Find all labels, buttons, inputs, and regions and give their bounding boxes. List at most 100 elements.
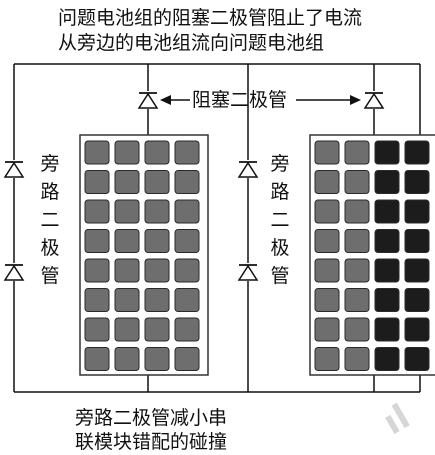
solar-cell xyxy=(374,199,400,224)
solar-cell xyxy=(344,199,370,224)
solar-cell xyxy=(404,317,430,342)
solar-cell xyxy=(374,317,400,342)
bypass-diode-left-bottom-icon xyxy=(3,263,25,281)
bypass-diode-right-top-icon-triangle xyxy=(237,161,259,178)
solar-cell xyxy=(114,170,140,194)
bypass-diode-left-top-icon-triangle xyxy=(3,161,25,178)
bypass-right-char-4: 极 xyxy=(270,237,290,259)
solar-cell xyxy=(144,140,170,165)
solar-cell xyxy=(144,288,170,312)
solar-cell xyxy=(84,347,110,371)
bypass-diode-left-top-icon xyxy=(3,160,25,178)
solar-cell xyxy=(84,317,110,342)
solar-cell xyxy=(404,199,430,224)
bypass-diode-right-top-icon xyxy=(237,160,259,178)
solar-panels xyxy=(79,134,435,376)
bypass-diode-label-right: 旁 路 二 极 管 xyxy=(268,150,292,290)
solar-cell xyxy=(174,229,200,253)
solar-cell xyxy=(344,258,370,283)
bypass-left-char-2: 路 xyxy=(40,181,60,203)
bypass-left-char-4: 极 xyxy=(40,237,60,259)
solar-cell xyxy=(174,140,200,165)
solar-cell xyxy=(144,170,170,194)
solar-cell xyxy=(174,170,200,194)
solar-cell xyxy=(84,288,110,312)
solar-cell xyxy=(84,199,110,224)
solar-cell xyxy=(404,258,430,283)
blocking-diode-left-icon-triangle xyxy=(137,92,159,109)
solar-cell xyxy=(374,229,400,253)
solar-cell xyxy=(314,199,340,224)
right-panel xyxy=(309,134,435,376)
solar-cell xyxy=(114,199,140,224)
solar-cell xyxy=(344,140,370,165)
solar-cell xyxy=(84,229,110,253)
blocking-diode-label: 阻塞二极管 xyxy=(192,89,288,111)
solar-cell xyxy=(374,288,400,312)
bypass-diode-right-bottom-icon xyxy=(237,263,259,281)
bypass-right-char-2: 路 xyxy=(270,181,290,203)
solar-cell xyxy=(314,288,340,312)
circuit-wires xyxy=(13,63,421,393)
bypass-right-char-3: 二 xyxy=(270,209,290,231)
solar-cell xyxy=(114,229,140,253)
solar-cell xyxy=(174,317,200,342)
bypass-left-char-5: 管 xyxy=(40,265,60,287)
solar-cell xyxy=(114,258,140,283)
solar-cell xyxy=(404,140,430,165)
bypass-left-char-3: 二 xyxy=(40,209,60,231)
solar-cell xyxy=(344,317,370,342)
solar-cell xyxy=(374,258,400,283)
solar-cell xyxy=(374,170,400,194)
solar-cell xyxy=(344,288,370,312)
blocking-diode-left-icon xyxy=(137,91,159,109)
bypass-right-char-1: 旁 xyxy=(270,153,290,175)
solar-cell xyxy=(374,347,400,371)
solar-cell xyxy=(174,347,200,371)
solar-cell xyxy=(314,140,340,165)
solar-cell xyxy=(314,317,340,342)
solar-cell xyxy=(144,317,170,342)
solar-cell xyxy=(144,199,170,224)
solar-cell xyxy=(374,140,400,165)
solar-cell xyxy=(314,347,340,371)
blocking-diode-right-icon-triangle xyxy=(363,92,385,109)
solar-cell xyxy=(114,347,140,371)
solar-cell xyxy=(404,347,430,371)
solar-cell xyxy=(84,170,110,194)
arrow-left-head-icon xyxy=(160,95,171,105)
bypass-left-char-1: 旁 xyxy=(40,153,60,175)
bottom-caption-line2: 联模块错配的碰撞 xyxy=(75,431,228,453)
bottom-caption-line1: 旁路二极管减小串 xyxy=(75,407,228,429)
top-caption-line2: 从旁边的电池组流向问题电池组 xyxy=(58,32,325,54)
solar-cell xyxy=(314,229,340,253)
solar-cell xyxy=(404,170,430,194)
bypass-diode-label-left: 旁 路 二 极 管 xyxy=(38,150,62,290)
solar-cell xyxy=(314,258,340,283)
solar-cell xyxy=(114,317,140,342)
solar-cell xyxy=(344,229,370,253)
solar-cell xyxy=(84,140,110,165)
solar-cell xyxy=(114,140,140,165)
solar-cell xyxy=(144,258,170,283)
solar-cell xyxy=(114,288,140,312)
bypass-diode-left-bottom-icon-triangle xyxy=(3,264,25,281)
solar-cell xyxy=(174,288,200,312)
arrow-right-head-icon xyxy=(350,95,361,105)
solar-cell xyxy=(404,288,430,312)
solar-cell xyxy=(314,170,340,194)
solar-cell xyxy=(404,229,430,253)
solar-cell xyxy=(344,347,370,371)
solar-cell xyxy=(344,170,370,194)
solar-cell xyxy=(144,347,170,371)
solar-cell xyxy=(144,229,170,253)
blocking-diode-right-icon xyxy=(363,91,385,109)
left-panel xyxy=(79,134,209,376)
solar-cell xyxy=(174,258,200,283)
bypass-diode-right-bottom-icon-triangle xyxy=(237,264,259,281)
diodes xyxy=(3,91,385,281)
arrows xyxy=(160,95,361,105)
solar-cell xyxy=(174,199,200,224)
top-caption-line1: 问题电池组的阻塞二极管阻止了电流 xyxy=(58,7,363,29)
